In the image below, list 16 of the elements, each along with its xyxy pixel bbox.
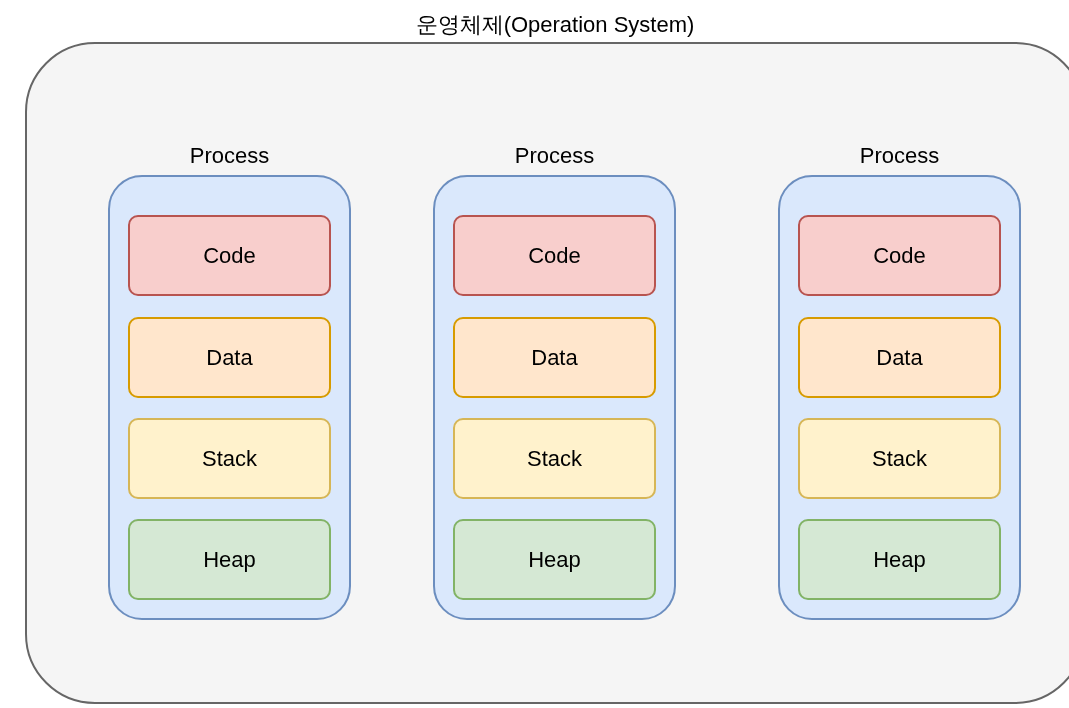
memory-segment-box: Code — [453, 215, 656, 296]
memory-segment-box: Heap — [128, 519, 331, 600]
memory-segment-box: Data — [453, 317, 656, 398]
memory-segment-box: Data — [128, 317, 331, 398]
process-label: Process — [858, 143, 941, 169]
memory-segment-box: Stack — [798, 418, 1001, 499]
memory-segment-box: Stack — [128, 418, 331, 499]
memory-segment-box: Code — [798, 215, 1001, 296]
memory-segment-box: Code — [128, 215, 331, 296]
memory-segment-box: Heap — [798, 519, 1001, 600]
process-label: Process — [188, 143, 271, 169]
process-label: Process — [513, 143, 596, 169]
memory-segment-box: Heap — [453, 519, 656, 600]
memory-segment-box: Stack — [453, 418, 656, 499]
system-label: 운영체제(Operation System) — [414, 11, 696, 39]
memory-segment-box: Data — [798, 317, 1001, 398]
